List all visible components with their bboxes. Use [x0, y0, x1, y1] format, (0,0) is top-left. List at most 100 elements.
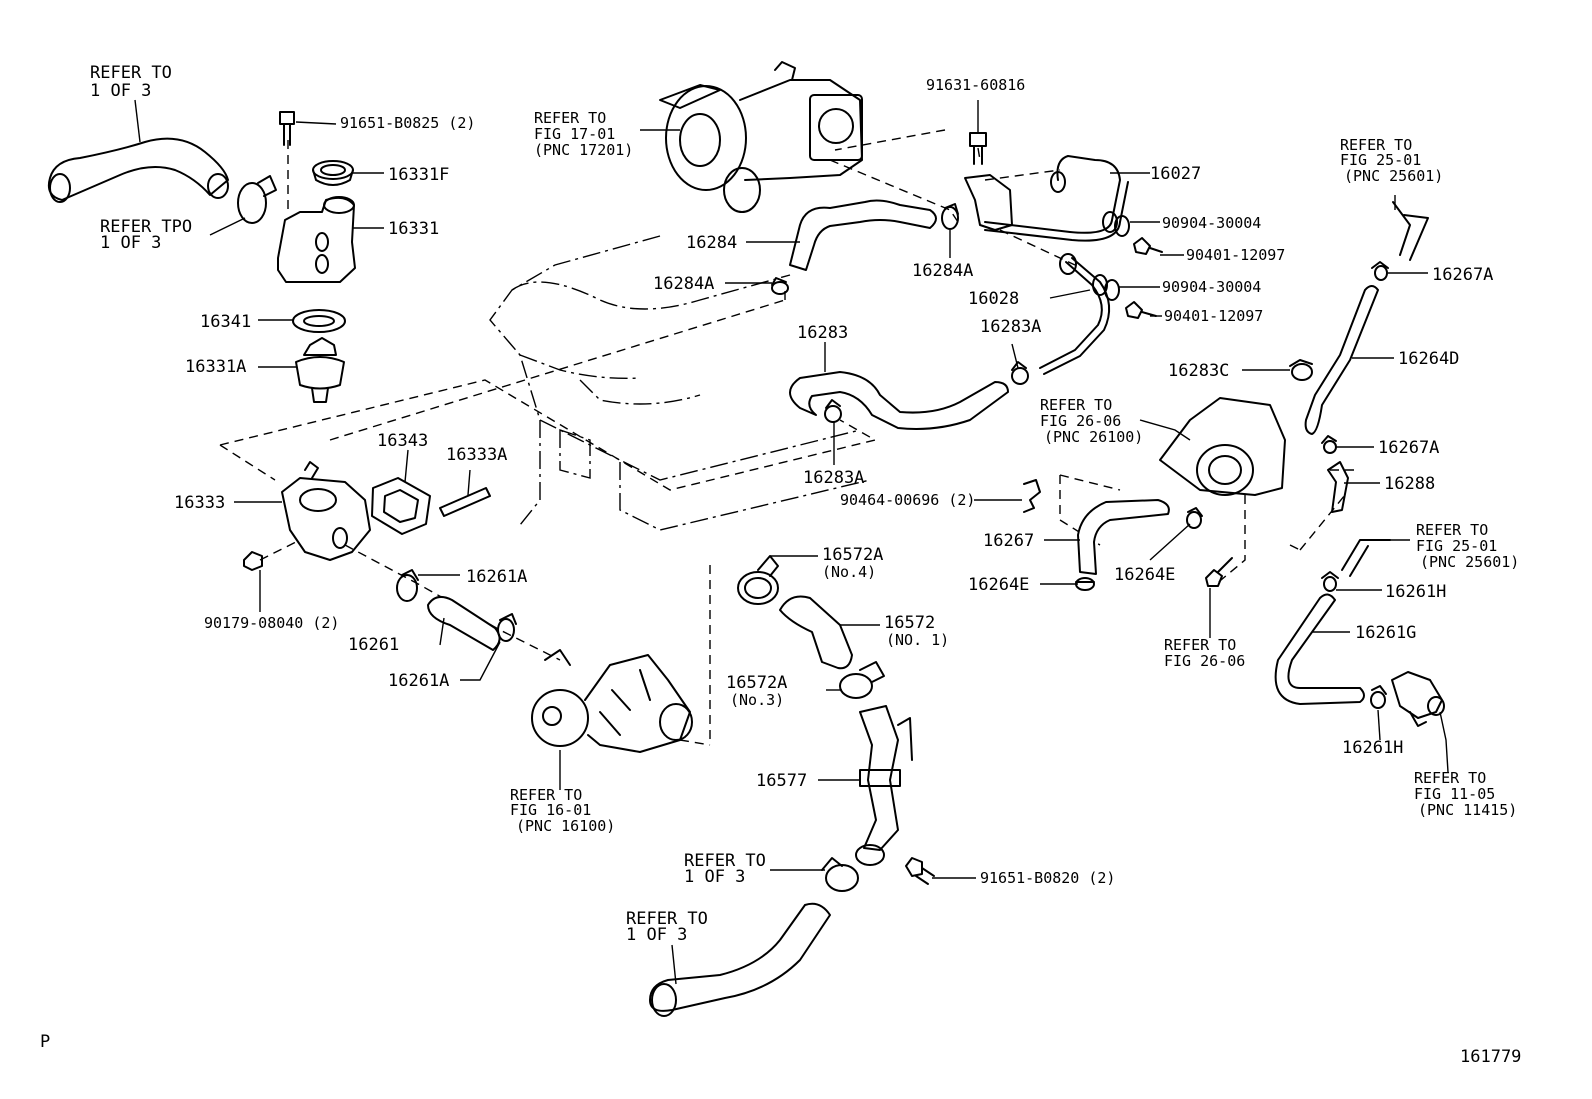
clip-90464-00696 — [1023, 479, 1041, 513]
refer-16-01-line1: REFER TO — [510, 786, 582, 804]
label-90904-30004-lower: 90904-30004 — [1162, 278, 1261, 296]
label-16267: 16267 — [983, 531, 1034, 551]
label-16572a-no4: 16572A — [822, 545, 883, 565]
label-90401-12097-lower: 90401-12097 — [1164, 307, 1263, 325]
label-16284: 16284 — [686, 233, 737, 253]
hose-16283 — [789, 371, 1009, 430]
refer-25-01-b-line2: FIG 25-01 — [1416, 537, 1497, 555]
refer-17-01-line3: (PNC 17201) — [534, 141, 633, 159]
refer-11-05-line2: FIG 11-05 — [1414, 785, 1495, 803]
water-outlet-16331 — [277, 196, 356, 283]
water-inlet-16333 — [281, 461, 371, 561]
label-16572a-no4-sub: (No.4) — [822, 563, 876, 581]
pipe-refer-25-01-b — [1341, 539, 1391, 577]
label-16264d: 16264D — [1398, 349, 1459, 369]
clamp-16283a-left — [824, 399, 842, 423]
hose-16267 — [1077, 499, 1170, 575]
label-16283c: 16283C — [1168, 361, 1229, 381]
gasket-16341 — [292, 309, 346, 333]
refer-17-01-line1: REFER TO — [534, 109, 606, 127]
hose-16284 — [789, 199, 937, 271]
refer-1of3-b-line1: REFER TO — [684, 851, 766, 871]
label-16331f: 16331F — [388, 165, 449, 185]
label-16331: 16331 — [388, 219, 439, 239]
refer-1of3-b-line2: 1 OF 3 — [684, 867, 745, 887]
label-16572a-no3: 16572A — [726, 673, 787, 693]
hose-16261 — [427, 595, 501, 651]
clamp-16283a-right — [1011, 361, 1029, 385]
label-16283: 16283 — [797, 323, 848, 343]
label-16267a-upper: 16267A — [1432, 265, 1493, 285]
gasket-16331f — [312, 160, 354, 186]
thermostat-16331a — [295, 337, 345, 403]
label-16343: 16343 — [377, 431, 428, 451]
label-91631-60816: 91631-60816 — [926, 76, 1025, 94]
refer-tpo-line1: REFER TPO — [100, 217, 192, 237]
clamp-16572a-no3 — [839, 661, 885, 699]
label-16267a-lower: 16267A — [1378, 438, 1439, 458]
label-16261h-lower: 16261H — [1342, 738, 1403, 758]
gasket-16343 — [371, 477, 431, 535]
label-90401-12097-upper: 90401-12097 — [1186, 246, 1285, 264]
union-bolts-gaskets-upper — [1102, 211, 1163, 255]
clamp-16283c — [1289, 359, 1313, 381]
clamp-16572a-no4 — [737, 555, 779, 605]
clamp-16261h-upper — [1321, 571, 1339, 592]
label-16288: 16288 — [1384, 474, 1435, 494]
label-16283a-right: 16283A — [980, 317, 1041, 337]
dashed-guides — [219, 129, 1360, 746]
engine-block-outline — [489, 235, 871, 531]
label-16331a: 16331A — [185, 357, 246, 377]
clamp-16267a-lower — [1321, 435, 1337, 454]
label-90179-08040: 90179-08040 (2) — [204, 614, 339, 632]
refer-26-06-b-line1: REFER TO — [1164, 636, 1236, 654]
corner-mark: P — [40, 1032, 50, 1052]
label-16027: 16027 — [1150, 164, 1201, 184]
refer-1of3-tl-line1: REFER TO — [90, 63, 172, 83]
label-16261g: 16261G — [1355, 623, 1416, 643]
clamp-16284a-left — [771, 277, 789, 295]
hose-clamp-top-left — [237, 175, 277, 224]
nut-90179-08040 — [243, 551, 263, 571]
label-16283a-left: 16283A — [803, 468, 864, 488]
refer-25-01-b-line3: (PNC 25601) — [1420, 553, 1519, 571]
part-labels: REFER TO 1 OF 3 REFER TPO 1 OF 3 REFER T… — [40, 63, 1521, 1067]
label-16284a-right: 16284A — [912, 261, 973, 281]
clamp-16264e-upper — [1186, 507, 1203, 529]
refer-25-01-a-line1: REFER TO — [1340, 136, 1412, 154]
label-16264e-upper: 16264E — [1114, 565, 1175, 585]
label-16261a-lower: 16261A — [388, 671, 449, 691]
bolt-91651-b0820 — [905, 857, 935, 885]
valve-refer-11-05 — [1391, 671, 1445, 727]
clamp-lower-refer — [821, 857, 859, 892]
clamp-16264e-lower — [1075, 577, 1095, 591]
label-16261h-upper: 16261H — [1385, 582, 1446, 602]
refer-26-06-a-line2: FIG 26-06 — [1040, 412, 1121, 430]
label-16572a-no3-sub: (No.3) — [730, 691, 784, 709]
lower-radiator-hose — [649, 902, 831, 1017]
bolt-refer-26-06 — [1205, 557, 1233, 587]
clamp-16261h-lower — [1370, 685, 1387, 709]
pipe-refer-25-01-a — [1392, 201, 1429, 261]
label-16341: 16341 — [200, 312, 251, 332]
refer-16-01-line3: (PNC 16100) — [516, 817, 615, 835]
refer-11-05-line1: REFER TO — [1414, 769, 1486, 787]
refer-26-06-a-line1: REFER TO — [1040, 396, 1112, 414]
clamp-16267a-upper — [1371, 261, 1389, 281]
refer-25-01-a-line3: (PNC 25601) — [1344, 167, 1443, 185]
label-91651-b0825: 91651-B0825 (2) — [340, 114, 475, 132]
clamp-16261a-upper — [396, 569, 419, 602]
refer-17-01-line2: FIG 17-01 — [534, 125, 615, 143]
label-16284a-left: 16284A — [653, 274, 714, 294]
refer-tpo-line2: 1 OF 3 — [100, 233, 161, 253]
label-91651-b0820: 91651-B0820 (2) — [980, 869, 1115, 887]
hose-16261g — [1274, 593, 1365, 705]
upper-radiator-hose — [47, 137, 229, 203]
refer-25-01-b-line1: REFER TO — [1416, 521, 1488, 539]
refer-26-06-a-line3: (PNC 26100) — [1044, 428, 1143, 446]
label-16572-no1-sub: (NO. 1) — [886, 631, 949, 649]
refer-1of3-c-line2: 1 OF 3 — [626, 925, 687, 945]
refer-11-05-line3: (PNC 11415) — [1418, 801, 1517, 819]
hose-16572-no1 — [779, 595, 853, 670]
